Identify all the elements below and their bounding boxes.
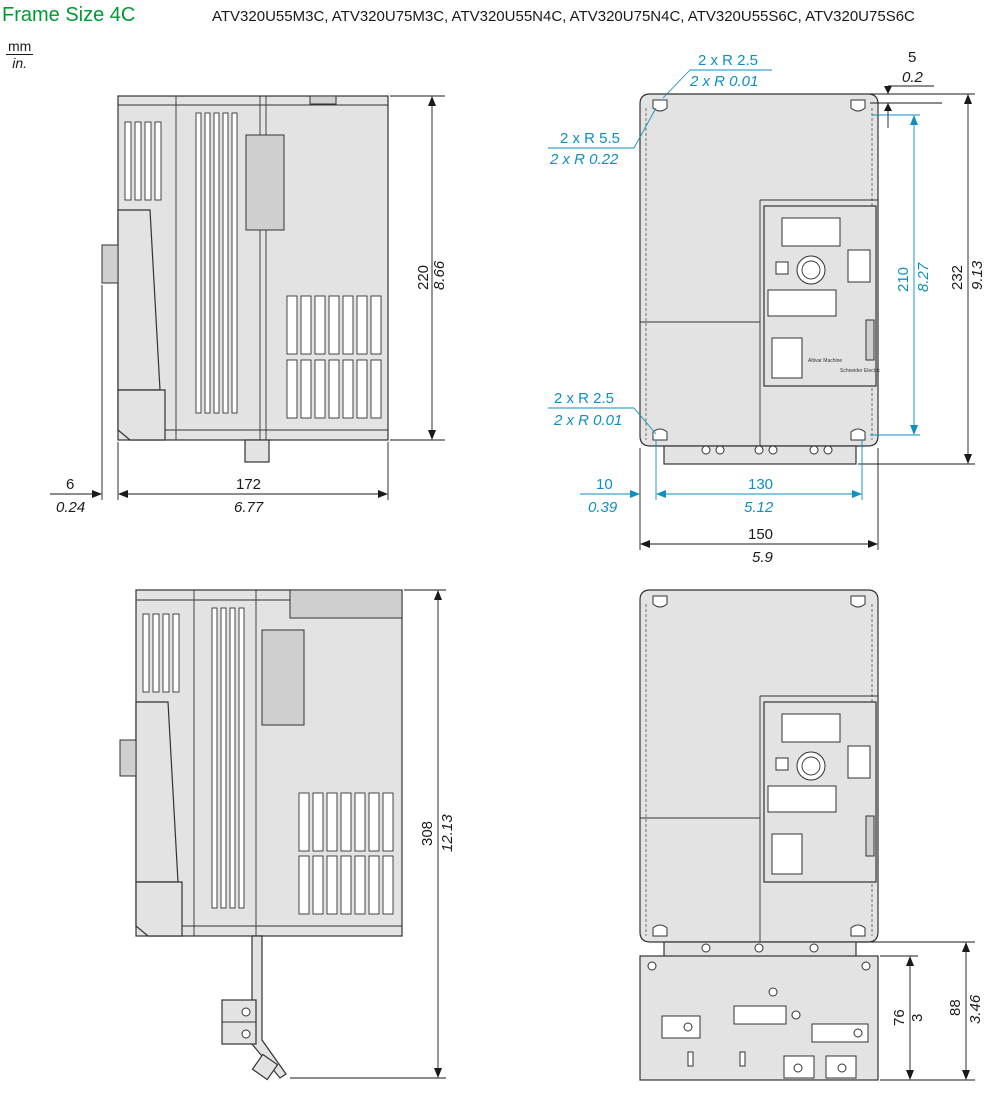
side-radius-in: 2 x R 0.22 [549, 151, 619, 168]
plate-height-in: 3 [909, 1014, 926, 1022]
dimensions-side-bottom: 308 12.13 [290, 589, 456, 1079]
front-view-bottom [639, 589, 879, 1081]
left-offset-mm: 10 [596, 476, 613, 493]
left-offset-in: 0.39 [588, 499, 618, 516]
hole-spacing-h-mm: 130 [748, 476, 773, 493]
side-view-top [101, 95, 389, 463]
side-top-offset-in: 0.24 [56, 499, 85, 516]
dimensions-side-top: 220 8.66 172 6.77 6 0.24 [50, 95, 448, 516]
side-bottom-height-in: 12.13 [439, 814, 456, 852]
page-title: Frame Size 4C [2, 4, 136, 26]
plate-height-mm: 76 [891, 1009, 908, 1026]
top-offset-in: 0.2 [902, 69, 924, 86]
front-height-in: 9.13 [969, 260, 986, 290]
side-top-depth-mm: 172 [236, 476, 261, 493]
unit-mm: mm [6, 38, 34, 55]
side-bottom-height-mm: 308 [419, 821, 436, 846]
top-offset-mm: 5 [908, 49, 916, 66]
hole-spacing-v-mm: 210 [895, 267, 912, 292]
bottom-radius-in: 2 x R 0.01 [553, 412, 622, 429]
front-width-mm: 150 [748, 526, 773, 543]
top-radius-in: 2 x R 0.01 [689, 73, 758, 90]
top-radius-mm: 2 x R 2.5 [698, 52, 758, 69]
hole-spacing-h-in: 5.12 [744, 499, 774, 516]
hole-spacing-v-in: 8.27 [915, 262, 932, 292]
dimensions-front-top: 2 x R 2.5 2 x R 0.01 2 x R 5.5 2 x R 0.2… [548, 49, 986, 566]
front-width-in: 5.9 [752, 549, 774, 566]
dimensions-front-bottom: 76 3 88 3.46 [858, 941, 984, 1081]
front-height-mm: 232 [949, 265, 966, 290]
unit-legend: mm in. [6, 38, 34, 71]
front-view-top: Altivar Machine Schneider Electric [639, 93, 881, 465]
side-top-depth-in: 6.77 [234, 499, 264, 516]
side-view-bottom [119, 589, 403, 1081]
side-top-height-in: 8.66 [431, 260, 448, 290]
device-model-label: Altivar Machine [808, 358, 842, 364]
plate-total-in: 3.46 [967, 994, 984, 1024]
bottom-radius-mm: 2 x R 2.5 [554, 390, 614, 407]
device-brand-label: Schneider Electric [840, 368, 881, 374]
side-radius-mm: 2 x R 5.5 [560, 130, 620, 147]
plate-total-mm: 88 [947, 999, 964, 1016]
model-list: ATV320U55M3C, ATV320U75M3C, ATV320U55N4C… [212, 8, 915, 25]
side-top-offset-mm: 6 [66, 476, 74, 493]
side-top-height-mm: 220 [415, 265, 432, 290]
unit-in: in. [12, 55, 28, 71]
